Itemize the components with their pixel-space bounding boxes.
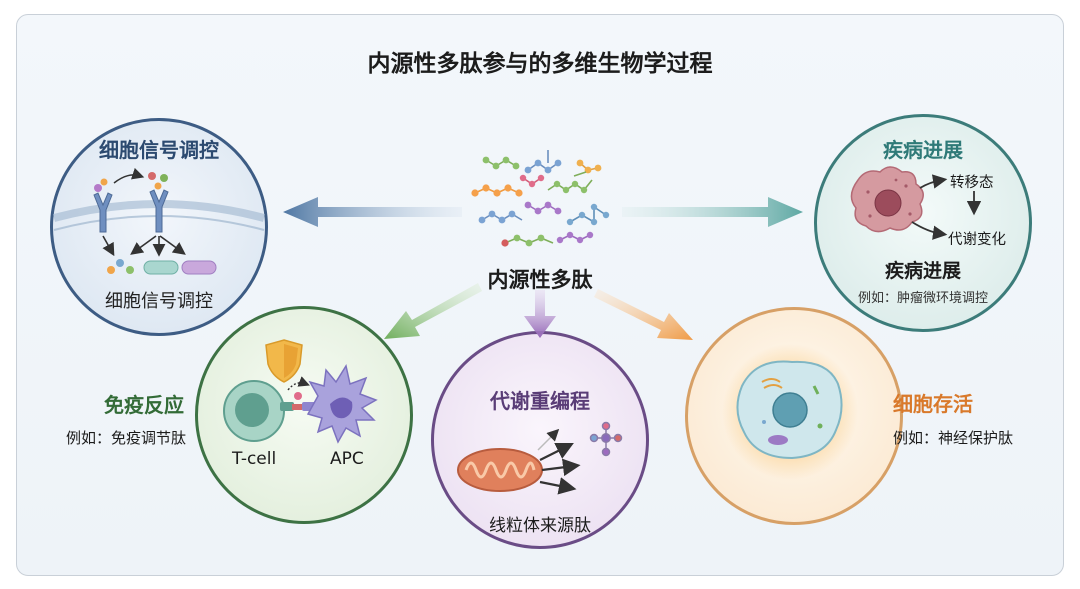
disease-arrows-icon: [911, 174, 982, 240]
t-cell-icon: [223, 380, 285, 442]
survival-heading: 细胞存活: [893, 392, 973, 416]
apc-icon: [306, 364, 378, 444]
immune-example: 例如：免疫调节肽: [65, 429, 186, 447]
center-label: 内源性多肽: [487, 268, 593, 292]
tumor-cell-icon: [850, 166, 924, 233]
peptide-cluster-icon: [471, 150, 610, 247]
synapse-icon: [280, 376, 316, 411]
arrow-to-metabolism: [524, 290, 556, 338]
disease-circle: [814, 114, 1032, 332]
metabolic-change-label: 代谢变化: [948, 232, 1006, 248]
diagram-title: 内源性多肽参与的多维生物学过程: [367, 51, 713, 77]
signal-arrows-icon: [102, 235, 186, 257]
metabolism-caption: 线粒体来源肽: [489, 516, 591, 536]
arrow-to-immune: [384, 283, 482, 339]
signaling-caption: 细胞信号调控: [105, 291, 213, 312]
ligand-molecules-icon: [94, 167, 168, 192]
arrow-to-signaling: [283, 197, 462, 227]
signaling-heading: 细胞信号调控: [99, 138, 219, 162]
apc-label: APC: [330, 449, 364, 469]
arrow-to-disease: [622, 197, 803, 227]
immune-heading: 免疫反应: [104, 393, 184, 417]
healthy-cell-icon: [722, 344, 858, 480]
shield-icon: [265, 339, 303, 383]
disease-example: 例如：肿瘤微环境调控: [857, 291, 988, 306]
receptor-icon: [93, 189, 169, 233]
survival-example: 例如：神经保护肽: [893, 429, 1014, 447]
downstream-proteins-icon: [107, 259, 217, 275]
disease-subheading: 疾病进展: [884, 260, 961, 282]
metabolite-network-icon: [589, 421, 623, 457]
disease-heading: 疾病进展: [883, 138, 963, 162]
metabolism-heading: 代谢重编程: [490, 389, 590, 413]
mitochondrion-icon: [457, 448, 543, 492]
metastasis-label: 转移态: [950, 175, 994, 191]
tcell-label: T-cell: [232, 449, 277, 469]
metabolic-arrows-icon: [537, 428, 581, 495]
metabolism-circle: [431, 331, 649, 549]
arrow-to-survival: [594, 289, 693, 340]
